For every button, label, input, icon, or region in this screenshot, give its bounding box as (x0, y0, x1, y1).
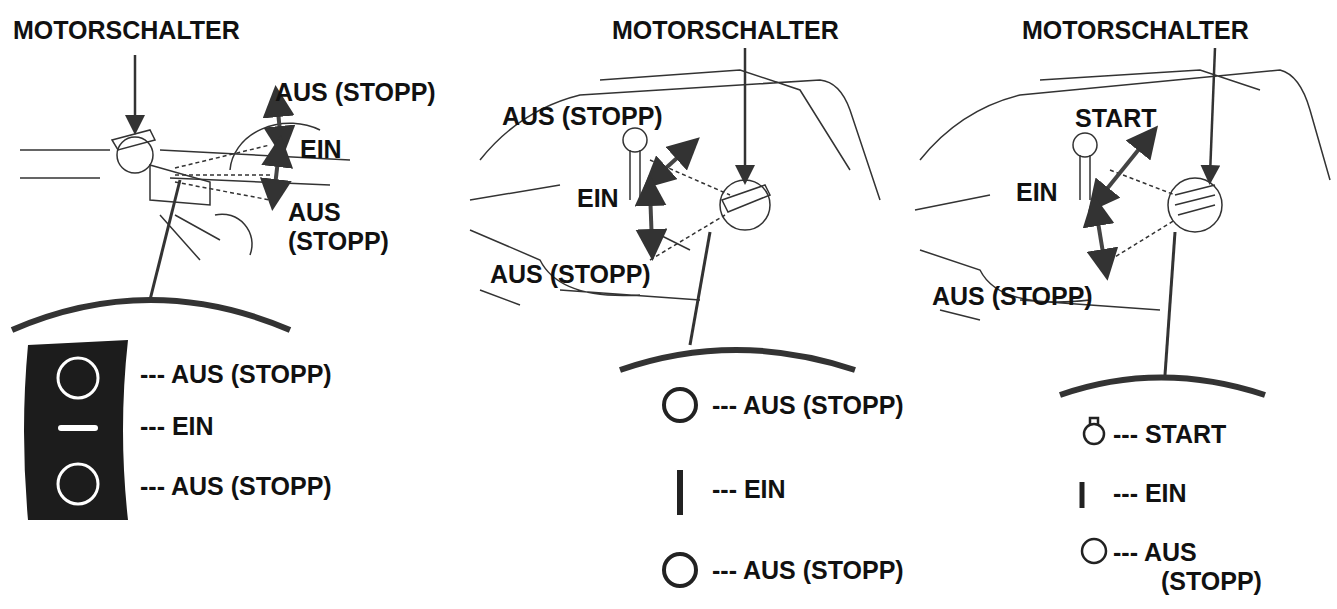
position-label: EIN (1016, 178, 1058, 207)
position-label: START (1075, 104, 1156, 133)
position-label: --- EIN (140, 412, 214, 441)
position-label: EIN (577, 184, 619, 213)
position-label: MOTORSCHALTER (1022, 16, 1249, 45)
position-label: --- AUS (STOPP) (712, 556, 904, 585)
position-label: MOTORSCHALTER (13, 16, 240, 45)
position-label: --- EIN (712, 475, 786, 504)
position-label: AUS (STOPP) (932, 282, 1093, 311)
position-label: --- AUS (STOPP) (140, 472, 332, 501)
position-label: AUS (STOPP) (490, 260, 651, 289)
position-label: AUS (STOPP) (275, 78, 436, 107)
position-label: AUS (STOPP) (502, 102, 663, 131)
position-label: --- EIN (1113, 479, 1187, 508)
position-label: --- START (1113, 420, 1226, 449)
position-label: --- AUS (STOPP) (140, 360, 332, 389)
position-label: MOTORSCHALTER (612, 16, 839, 45)
position-label: AUS (STOPP) (288, 198, 408, 256)
switch-plate (24, 340, 128, 520)
position-label: --- AUS (STOPP) (1113, 538, 1291, 596)
position-label: EIN (300, 135, 342, 164)
position-label: --- AUS (STOPP) (712, 391, 904, 420)
